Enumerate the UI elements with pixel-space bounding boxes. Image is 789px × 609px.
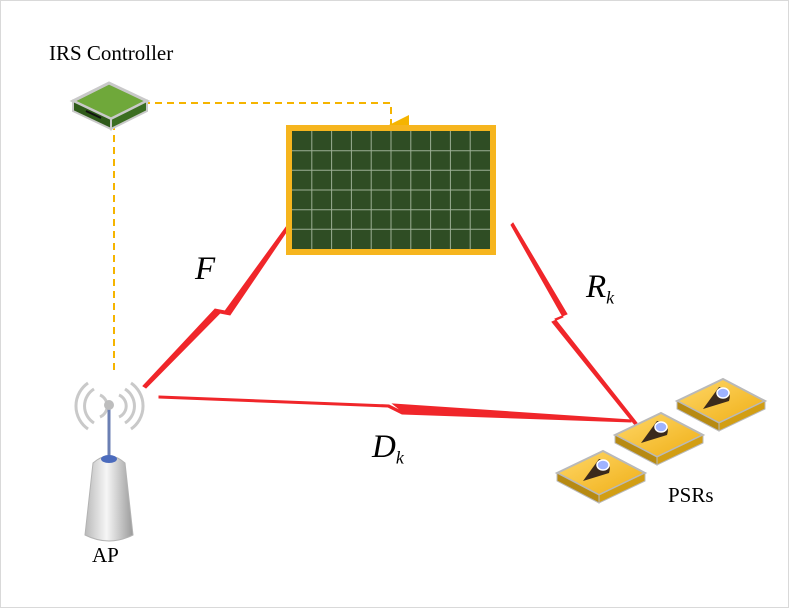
controller-label: IRS Controller bbox=[49, 41, 174, 65]
irs-panel bbox=[286, 125, 496, 255]
access-point-icon bbox=[74, 381, 145, 542]
psr-device-3 bbox=[554, 449, 648, 504]
router-icon bbox=[69, 81, 151, 131]
psr-device-1 bbox=[674, 377, 768, 432]
location-pin-icon bbox=[583, 459, 610, 481]
psr-device-2 bbox=[612, 411, 706, 466]
location-pin-icon bbox=[641, 421, 668, 443]
channel-F-symbol: F bbox=[195, 251, 216, 287]
ap-label: AP bbox=[92, 543, 119, 567]
channel-F-link bbox=[142, 222, 292, 389]
control-links bbox=[113, 102, 409, 373]
channel-D-symbol: D bbox=[372, 429, 396, 465]
channel-D-subscript: k bbox=[395, 447, 404, 468]
channel-R-symbol: R bbox=[586, 269, 607, 305]
channel-R-subscript: k bbox=[606, 287, 615, 308]
irs-element-grid bbox=[292, 131, 490, 249]
channel-D-link bbox=[158, 395, 632, 423]
controller-to-irs-link bbox=[143, 102, 409, 135]
channel-D-label: Dk bbox=[372, 429, 404, 468]
psrs-label: PSRs bbox=[668, 483, 714, 507]
channel-F-label: F bbox=[195, 251, 215, 288]
channel-R-link bbox=[510, 222, 638, 426]
channel-R-label: Rk bbox=[586, 269, 614, 308]
location-pin-icon bbox=[703, 387, 730, 409]
